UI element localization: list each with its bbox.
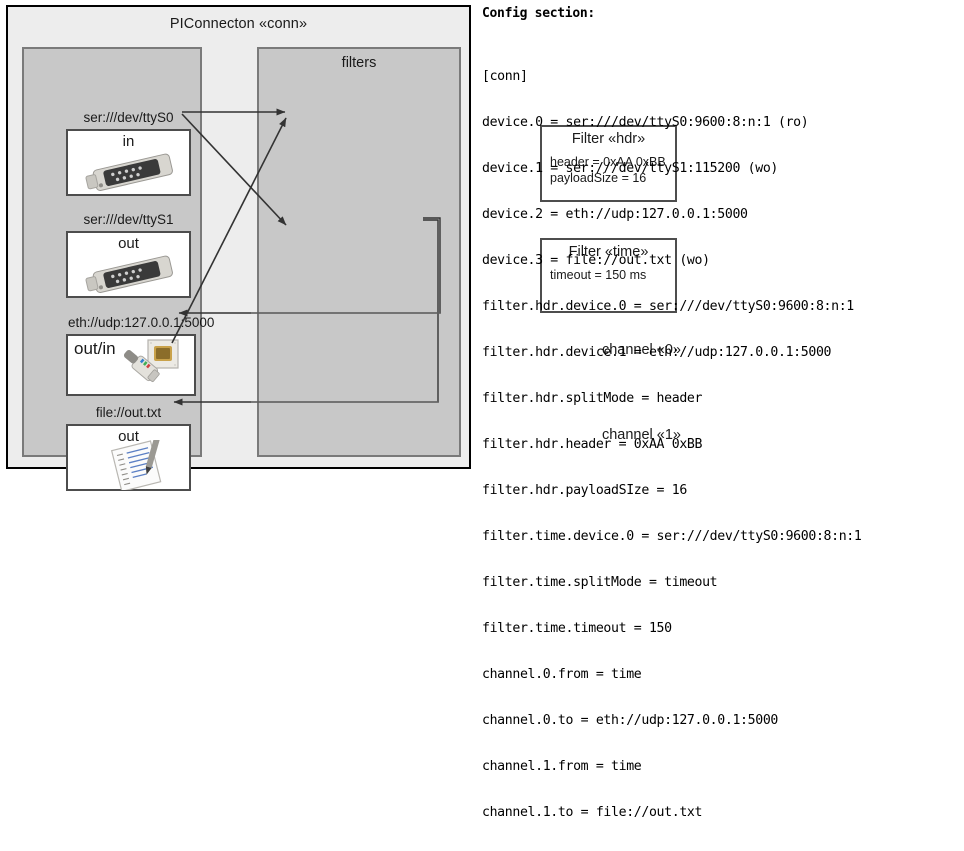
device-node-ethernet[interactable]: eth://udp:127.0.0.1:5000 out/in <box>66 315 214 396</box>
device-caption-file: file://out.txt <box>95 405 162 420</box>
config-heading: Config section: <box>482 6 595 21</box>
filter-props-hdr: header = 0xAA 0xBB payloadSize = 16 <box>550 154 666 186</box>
filter-node-hdr[interactable]: Filter «hdr» header = 0xAA 0xBB payloadS… <box>540 125 677 202</box>
device-caption-ethernet: eth://udp:127.0.0.1:5000 <box>68 315 215 330</box>
config-line: channel.1.to = file://out.txt <box>482 805 703 821</box>
config-line: filter.time.device.0 = ser:///dev/ttyS0:… <box>482 529 862 544</box>
device-node-ttys1[interactable]: ser:///dev/ttyS1 out <box>66 212 191 298</box>
config-line: device.0 = ser:///dev/ttyS0:9600:8:n:1 (… <box>482 114 809 130</box>
device-node-ttys0[interactable]: ser:///dev/ttyS0 in <box>66 110 191 196</box>
devices-panel: ser:///dev/ttyS0 in <box>22 47 214 491</box>
diagram-canvas: PIConnecton «conn» ser:///dev/ttyS0 in <box>6 5 862 820</box>
config-line: channel.0.from = time <box>482 667 642 683</box>
device-label-ethernet: out/in <box>74 339 116 358</box>
text-file-icon <box>110 440 162 490</box>
filters-panel-title: filters <box>341 55 377 71</box>
device-label-file: out <box>118 428 139 445</box>
diagram-title: PIConnecton «conn» <box>169 16 308 32</box>
config-line: channel.0.to = eth://udp:127.0.0.1:5000 <box>482 713 778 729</box>
config-line: filter.time.splitMode = timeout <box>482 575 718 591</box>
device-caption-ttys0: ser:///dev/ttyS0 <box>83 110 174 125</box>
filter-title-hdr: Filter «hdr» <box>571 131 646 147</box>
filter-props-time: timeout = 150 ms <box>550 267 646 283</box>
filters-panel: filters Filter «hdr» header = 0xAA 0xBB … <box>257 47 681 457</box>
config-line: [conn] <box>482 68 528 84</box>
filter-prop: header = 0xAA 0xBB <box>550 155 666 169</box>
channel-0-label: channel «0» <box>601 342 681 358</box>
config-line: filter.hdr.device.0 = ser:///dev/ttyS0:9… <box>482 298 854 314</box>
filter-prop: payloadSize = 16 <box>550 171 647 185</box>
filter-prop: timeout = 150 ms <box>550 268 647 282</box>
device-node-file[interactable]: file://out.txt out <box>66 405 191 491</box>
filter-node-time[interactable]: Filter «time» timeout = 150 ms <box>540 238 677 313</box>
config-section: Config section: [conn] device.0 = ser://… <box>482 6 958 851</box>
config-line: filter.hdr.device.1 = eth://udp:127.0.0.… <box>482 344 832 360</box>
connection-diagram-frame: PIConnecton «conn» ser:///dev/ttyS0 in <box>6 5 681 491</box>
serial-port-icon <box>85 153 173 191</box>
config-line: device.2 = eth://udp:127.0.0.1:5000 <box>482 206 748 222</box>
serial-port-icon <box>85 255 173 293</box>
config-body: [conn] device.0 = ser:///dev/ttyS0:9600:… <box>482 38 958 851</box>
channel-1-label: channel «1» <box>601 427 681 443</box>
device-label-ttys1: out <box>118 235 139 252</box>
device-label-ttys0: in <box>122 133 135 150</box>
config-line: channel.1.from = time <box>482 759 642 775</box>
config-line: filter.time.timeout = 150 <box>482 621 672 637</box>
config-line: filter.hdr.payloadSIze = 16 <box>482 482 687 498</box>
config-line: filter.hdr.splitMode = header <box>482 390 703 406</box>
ethernet-plug-icon <box>123 339 179 382</box>
device-caption-ttys1: ser:///dev/ttyS1 <box>83 212 174 227</box>
config-line: device.1 = ser:///dev/ttyS1:115200 (wo) <box>482 160 778 176</box>
config-line: filter.hdr.header = 0xAA 0xBB <box>482 436 703 452</box>
filter-title-time: Filter «time» <box>568 244 649 260</box>
config-line: device.3 = file://out.txt (wo) <box>482 252 710 268</box>
